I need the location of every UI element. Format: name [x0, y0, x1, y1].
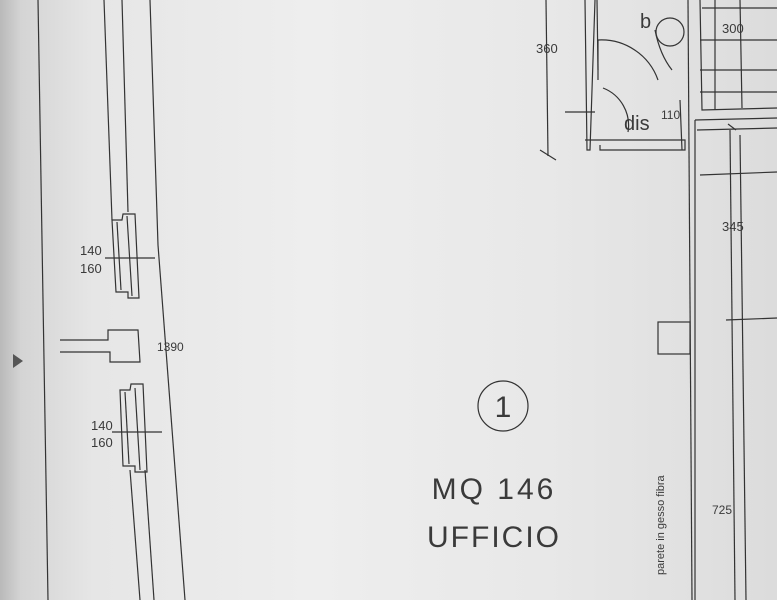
window-dimension-label: 140 — [91, 418, 113, 433]
sidebar-toggle-arrow-icon[interactable] — [13, 354, 23, 368]
dimension-line-360 — [545, 0, 549, 157]
room-number: 1 — [495, 391, 512, 424]
dimension-label: 360 — [536, 41, 558, 56]
dimension-label: 1390 — [157, 340, 184, 354]
wall-note: parete in gesso fibra — [655, 474, 667, 575]
bathroom-wall-bottom — [585, 139, 686, 151]
right-pillar — [657, 321, 691, 355]
outer-wall-line — [129, 469, 141, 600]
inner-wall-line — [121, 0, 129, 213]
bathroom-wall-left — [584, 0, 596, 151]
outer-wall-line — [37, 0, 49, 600]
window-dimension-label: 160 — [80, 261, 102, 276]
wall-pillar — [60, 329, 141, 363]
dimension-label: 725 — [712, 503, 732, 517]
right-wall-top — [694, 117, 777, 121]
dimension-line-left — [149, 0, 159, 246]
door-swing-bathroom — [597, 39, 659, 81]
dimension-line-right — [729, 129, 736, 600]
window-lower-pane — [134, 387, 141, 471]
dimension-tick — [727, 123, 737, 131]
dimension-label: 110 — [661, 108, 680, 122]
window-upper-pane — [126, 215, 133, 297]
dimension-label: 345 — [722, 219, 744, 234]
toilet-fixture — [655, 17, 685, 47]
dimension-line-left — [157, 244, 186, 600]
window-lower-pane — [124, 391, 130, 465]
stair-area — [699, 0, 777, 111]
door-swing-closet — [602, 87, 630, 133]
room-area-label: MQ 146 — [432, 473, 557, 506]
window-lower — [119, 383, 148, 473]
bathroom-label: b — [640, 11, 651, 33]
window-dimension-label: 140 — [80, 243, 102, 258]
dimension-label: 300 — [722, 21, 744, 36]
dimension-line-110 — [679, 99, 683, 151]
dimension-line-right — [739, 134, 747, 600]
room-number-circle — [477, 380, 529, 432]
inner-wall-line — [144, 469, 155, 600]
wall-line-right — [699, 171, 777, 176]
right-wall-outer — [687, 0, 693, 600]
right-wall-top-inner — [696, 127, 777, 131]
dimension-tick — [539, 149, 557, 161]
window-left-edge — [0, 0, 20, 600]
stair-line — [739, 0, 743, 109]
dimension-tick — [725, 317, 777, 321]
closet-label: dis — [624, 113, 650, 135]
window-upper-pane — [116, 221, 122, 291]
outer-wall-line — [103, 0, 113, 221]
window-dimension-label: 160 — [91, 435, 113, 450]
fixture-outline — [654, 29, 673, 71]
window-upper — [111, 213, 140, 299]
room-name-label: UFFICIO — [427, 521, 561, 554]
